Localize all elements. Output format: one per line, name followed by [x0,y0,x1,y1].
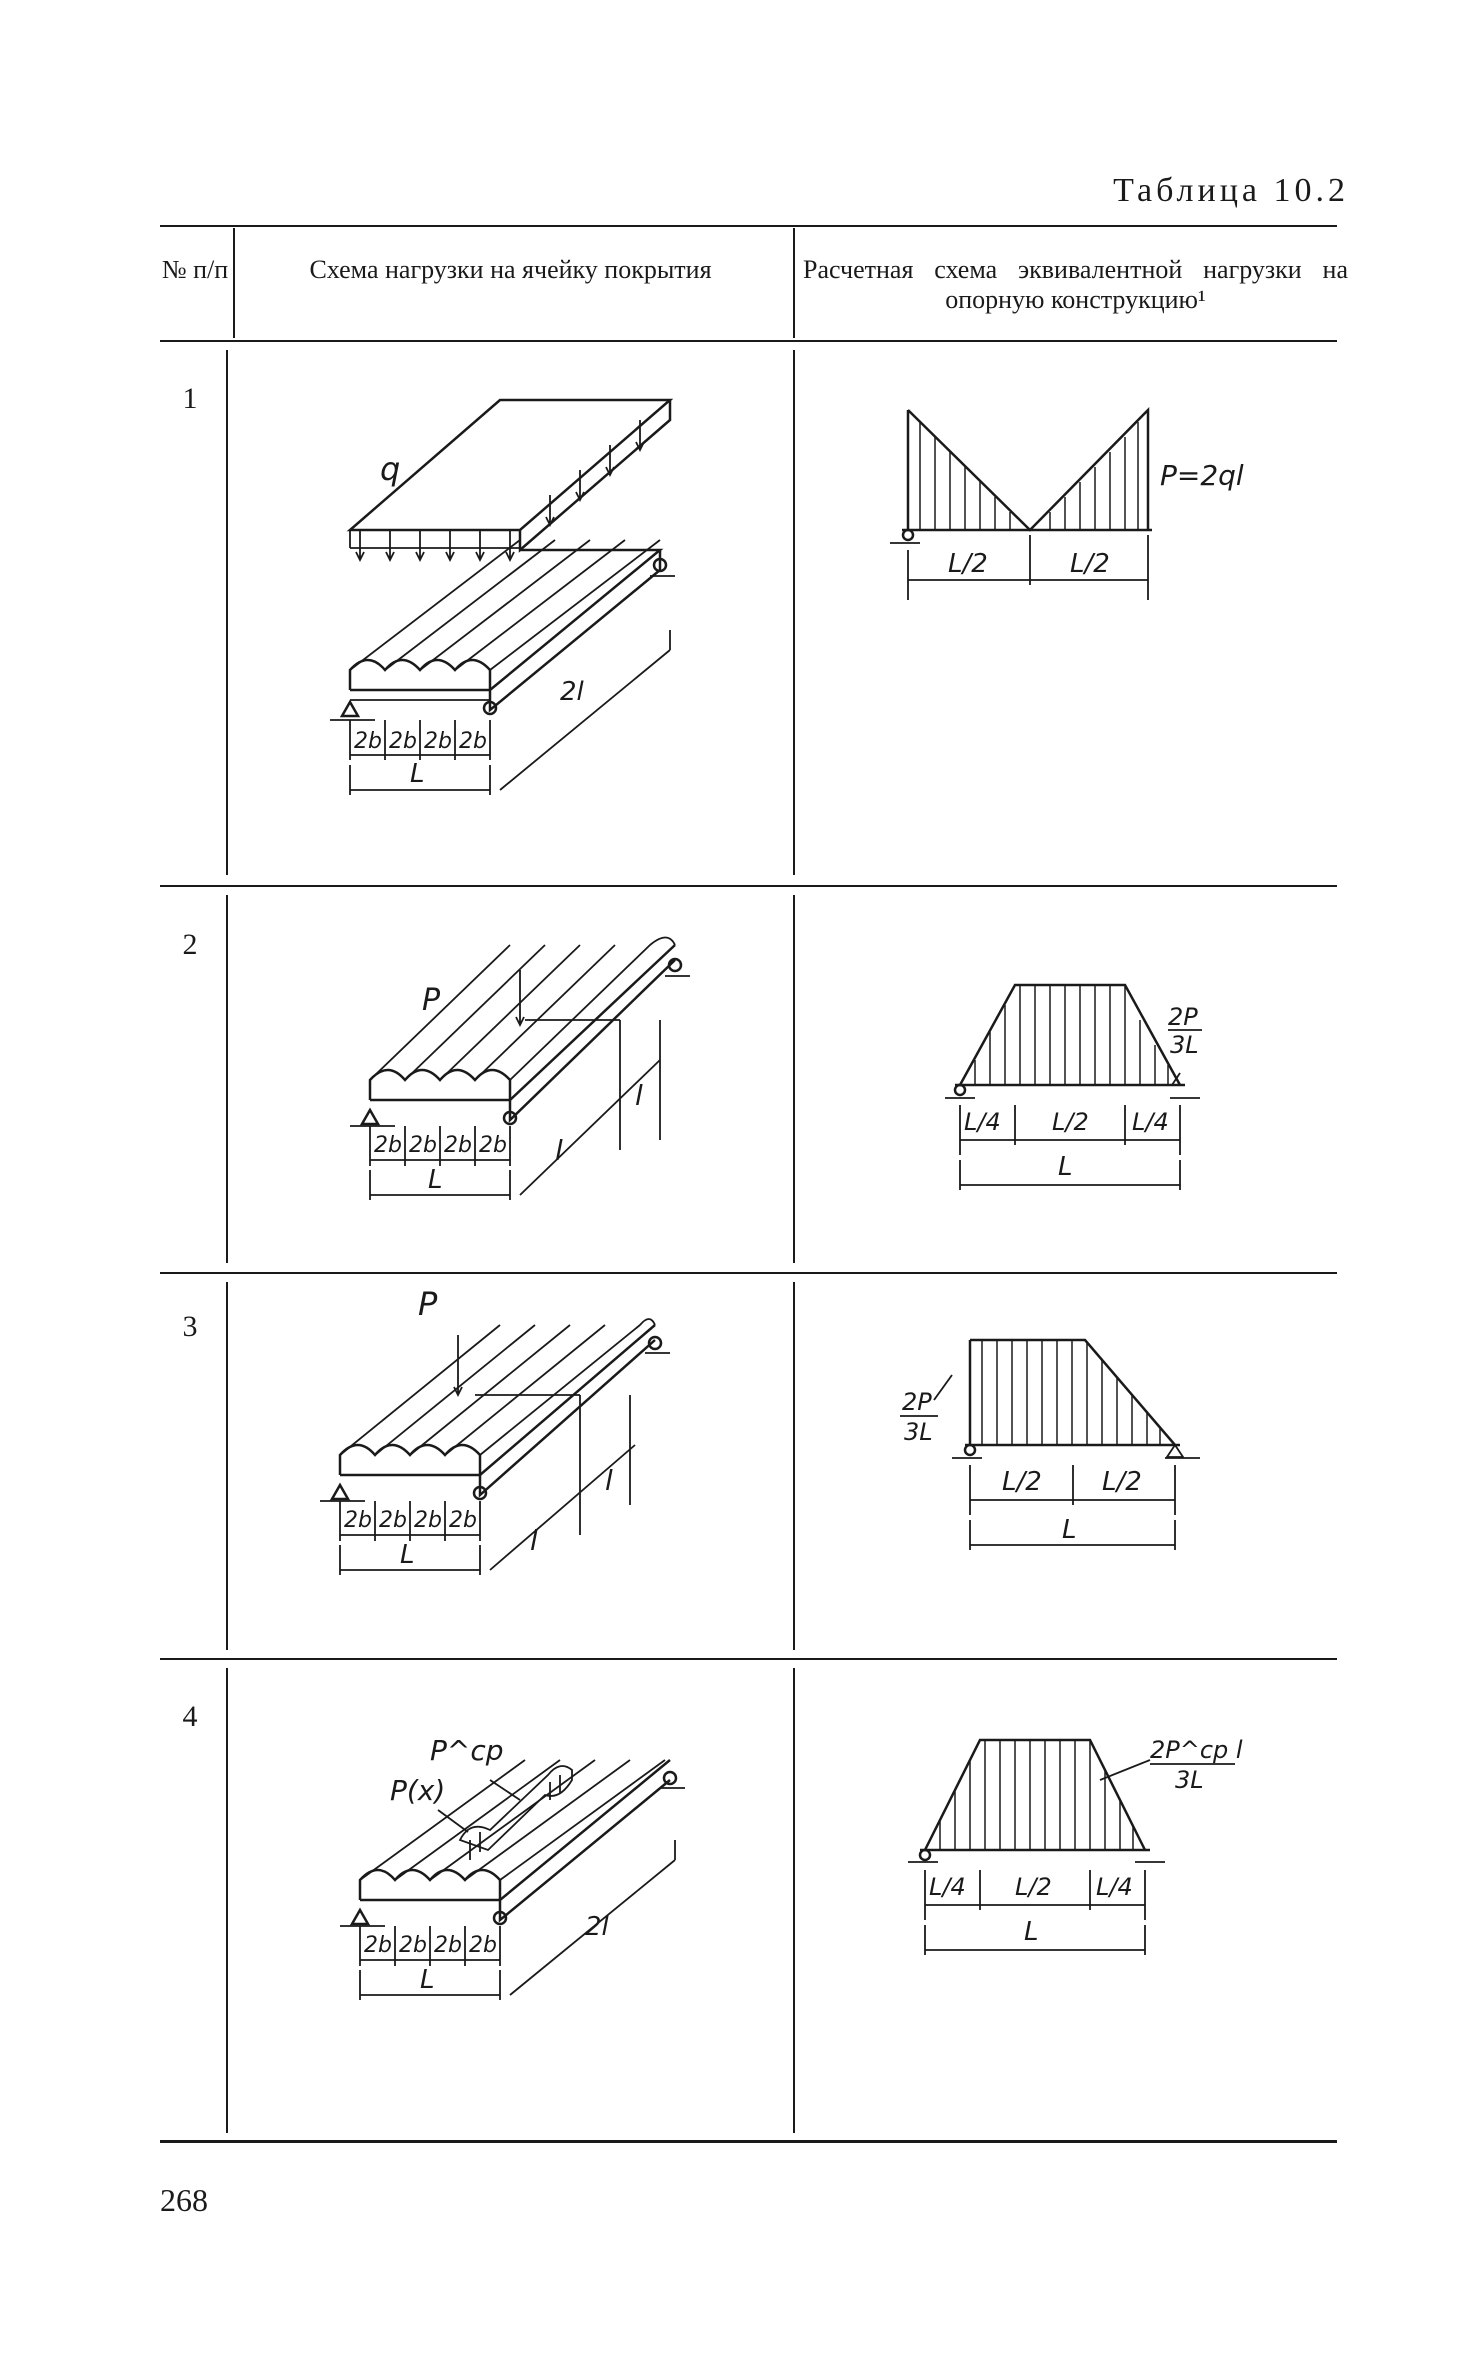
row-number-2: 2 [182,928,198,961]
row4-span-1: 2b [364,1933,392,1958]
col-rule-1-row4 [226,1668,228,2133]
row1-calc-scheme-figure: P=2ql L/2 L/2 [890,406,1244,600]
row1-supports [330,557,675,721]
row4-supports [340,1770,685,1927]
row4-calc-span-1: L/4 [929,1873,966,1901]
header-number: № п/п [161,255,229,284]
row-number-4: 4 [182,1700,198,1733]
row1-total-L: L [410,759,425,789]
row2-total-L: L [428,1165,443,1195]
row4-load-Px: P(x) [390,1774,445,1807]
row4-load-scheme-figure: P^cp P(x) 2b 2b 2b 2b L 2l [340,1734,685,2000]
row4-calc-force-num: 2P^cp l [1150,1736,1243,1764]
row2-calc-force-num: 2P [1168,1003,1198,1031]
row4-depth-2l: 2l [585,1912,610,1942]
row4-span-4: 2b [469,1933,497,1958]
row3-calc-force-num: 2P [902,1388,932,1416]
row1-span-2: 2b [389,729,417,754]
table-title: Таблица 10.2 [1113,172,1349,209]
row3-span-3: 2b [414,1508,442,1533]
row2-load-scheme-figure: P 2b 2b 2b 2b L l l [350,936,690,1200]
row2-span-4: 2b [479,1133,507,1158]
row3-calc-force-den: 3L [904,1418,933,1446]
row2-calc-total: L [1058,1152,1073,1182]
row4-load-Pcp: P^cp [430,1734,504,1767]
row3-calc-arrows [981,1340,1161,1445]
row3-load-P: P [418,1285,438,1323]
row2-calc-scheme-figure: 2P 3L L/4 L/2 L/4 L [945,983,1202,1190]
row1-span-4: 2b [459,729,487,754]
row4-calc-span-2: L/2 [1015,1873,1052,1901]
row1-span-1: 2b [354,729,382,754]
col-rule-1-row1 [226,350,228,875]
row4-total-L: L [420,1965,435,1995]
row-number-1: 1 [182,382,198,415]
row-rule-3 [160,1658,1337,1660]
page-number: 268 [160,2182,208,2218]
col-rule-1-row3 [226,1282,228,1650]
row2-span-1: 2b [374,1133,402,1158]
table-top-rule [160,225,1337,227]
row2-span-2: 2b [409,1133,437,1158]
table-bottom-rule [160,2140,1337,2143]
row2-calc-arrows [974,985,1169,1085]
row3-load-scheme-figure: P 2b 2b 2b 2b L l l [320,1285,670,1575]
row1-load-scheme-figure: q 2b 2b 2b 2b L 2l [330,398,675,795]
row4-calc-scheme-figure: 2P^cp l 3L L/4 L/2 L/4 L [908,1736,1243,1955]
row3-supports [320,1335,670,1502]
row3-calc-span-1: L/2 [1002,1467,1042,1497]
row3-total-L: L [400,1540,415,1570]
row2-depth-l1: l [635,1079,643,1112]
col-rule-2-row4 [793,1668,795,2133]
row4-calc-span-3: L/4 [1096,1873,1133,1901]
row2-supports [350,957,690,1127]
row3-depth-l2: l [530,1524,538,1557]
col-rule-2-row3 [793,1282,795,1650]
row2-span-3: 2b [444,1133,472,1158]
row3-span-1: 2b [344,1508,372,1533]
col-rule-2-row2 [793,895,795,1263]
row1-load-arrows [355,420,645,563]
row1-span-3: 2b [424,729,452,754]
row4-calc-total: L [1024,1917,1039,1947]
row3-depth-l1: l [605,1464,613,1497]
row2-calc-force-den: 3L [1170,1031,1199,1059]
row2-calc-span-1: L/4 [964,1108,1001,1136]
header-load-scheme: Схема нагрузки на ячейку покрытия [309,255,712,284]
row3-span-4: 2b [449,1508,477,1533]
row3-calc-scheme-figure: 2P 3L L/2 L/2 L [900,1338,1200,1550]
row3-calc-span-2: L/2 [1102,1467,1142,1497]
col-rule-2 [793,228,795,338]
row2-depth-l2: l [555,1134,563,1167]
row4-calc-force-den: 3L [1175,1766,1204,1794]
row1-calc-force: P=2ql [1160,459,1244,492]
row2-calc-span-2: L/2 [1052,1108,1089,1136]
row-rule-1 [160,885,1337,887]
col-rule-2-row1 [793,350,795,875]
row1-depth-2l: 2l [560,677,585,707]
row-number-3: 3 [182,1310,198,1343]
col-rule-1 [233,228,235,338]
row1-calc-span-2: L/2 [1070,549,1110,579]
row1-calc-arrows [919,422,1139,530]
row-rule-2 [160,1272,1337,1274]
row1-calc-span-1: L/2 [948,549,988,579]
row4-span-2: 2b [399,1933,427,1958]
row2-load-P: P [422,983,441,1018]
row1-load-q: q [380,450,400,488]
col-rule-1-row2 [226,895,228,1263]
header-calc-scheme: Расчетная схема эквивалентной нагрузки н… [803,255,1348,314]
row2-calc-span-3: L/4 [1132,1108,1169,1136]
row3-span-2: 2b [379,1508,407,1533]
header-bottom-rule [160,340,1337,342]
row4-calc-arrows [939,1740,1134,1850]
row3-calc-total: L [1062,1515,1077,1545]
row4-span-3: 2b [434,1933,462,1958]
